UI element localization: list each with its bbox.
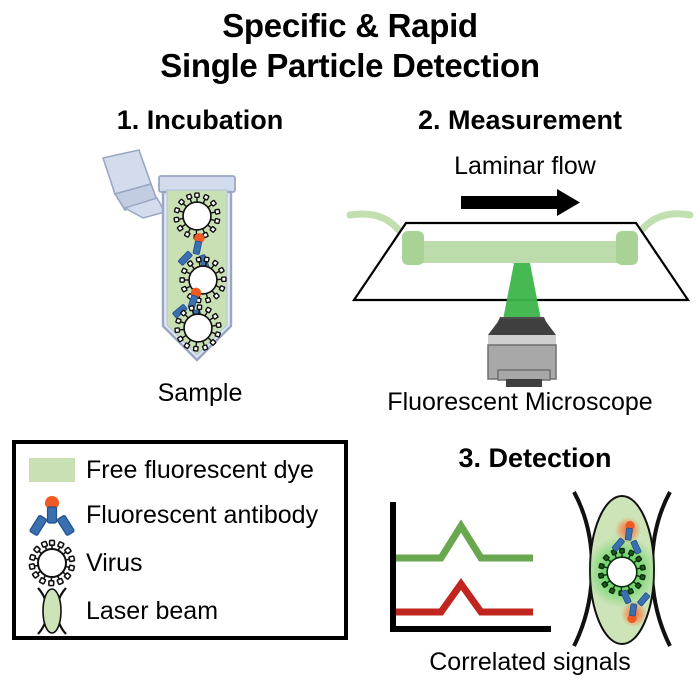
- outlet-tubing: [634, 210, 694, 239]
- microscope-base-icon: [497, 369, 551, 388]
- panel-heading-detection: 3. Detection: [458, 443, 612, 473]
- legend-item-virus: Virus: [24, 539, 143, 587]
- legend-label-virus: Virus: [86, 549, 143, 577]
- antibody-icon: [620, 589, 651, 623]
- antibody-icon: [24, 493, 80, 537]
- virus-icon: [179, 256, 227, 304]
- flow-channel: [410, 241, 632, 263]
- virus-icon: [174, 304, 222, 352]
- microfluidic-chip-illustration: [346, 185, 694, 380]
- signal-trace-green: [396, 519, 533, 562]
- legend-label-laser-beam: Laser beam: [86, 597, 219, 625]
- legend-item-free-fluorescent-dye: Free fluorescent dye: [24, 448, 314, 492]
- laminar-flow-arrow-icon: [461, 189, 580, 216]
- incubation-tube-illustration: [95, 149, 305, 380]
- laminar-flow-label: Laminar flow: [454, 152, 596, 180]
- virus-icon: [24, 539, 80, 587]
- antibody-icon: [611, 521, 642, 555]
- green-rectangle-icon: [24, 448, 80, 492]
- caption-correlated-signals: Correlated signals: [429, 648, 631, 676]
- laser-beam-detection-illustration: [552, 488, 692, 653]
- legend-box: Free fluorescent dye Fluorescent antibod…: [12, 440, 348, 640]
- legend-label-free-fluorescent-dye: Free fluorescent dye: [86, 456, 314, 484]
- figure-title-line-1: Specific & Rapid: [222, 7, 478, 44]
- figure-title-line-2: Single Particle Detection: [160, 47, 540, 84]
- correlated-signals-plot: [383, 490, 558, 650]
- legend-item-laser-beam: Laser beam: [24, 587, 219, 635]
- laser-beam-icon: [24, 587, 80, 635]
- inlet-port: [402, 231, 424, 265]
- outlet-port: [616, 231, 638, 265]
- legend-item-fluorescent-antibody: Fluorescent antibody: [24, 493, 318, 537]
- panel-heading-measurement: 2. Measurement: [417, 105, 623, 135]
- legend-label-fluorescent-antibody: Fluorescent antibody: [86, 501, 319, 529]
- figure-title: Specific & Rapid Single Particle Detecti…: [0, 0, 700, 86]
- caption-fluorescent-microscope: Fluorescent Microscope: [387, 388, 653, 416]
- panel-heading-incubation: 1. Incubation: [116, 105, 284, 135]
- inlet-tubing: [346, 210, 408, 241]
- tube-cap-icon: [101, 149, 167, 219]
- signal-trace-red: [396, 577, 533, 616]
- virus-icon: [598, 547, 646, 597]
- caption-sample: Sample: [157, 379, 243, 407]
